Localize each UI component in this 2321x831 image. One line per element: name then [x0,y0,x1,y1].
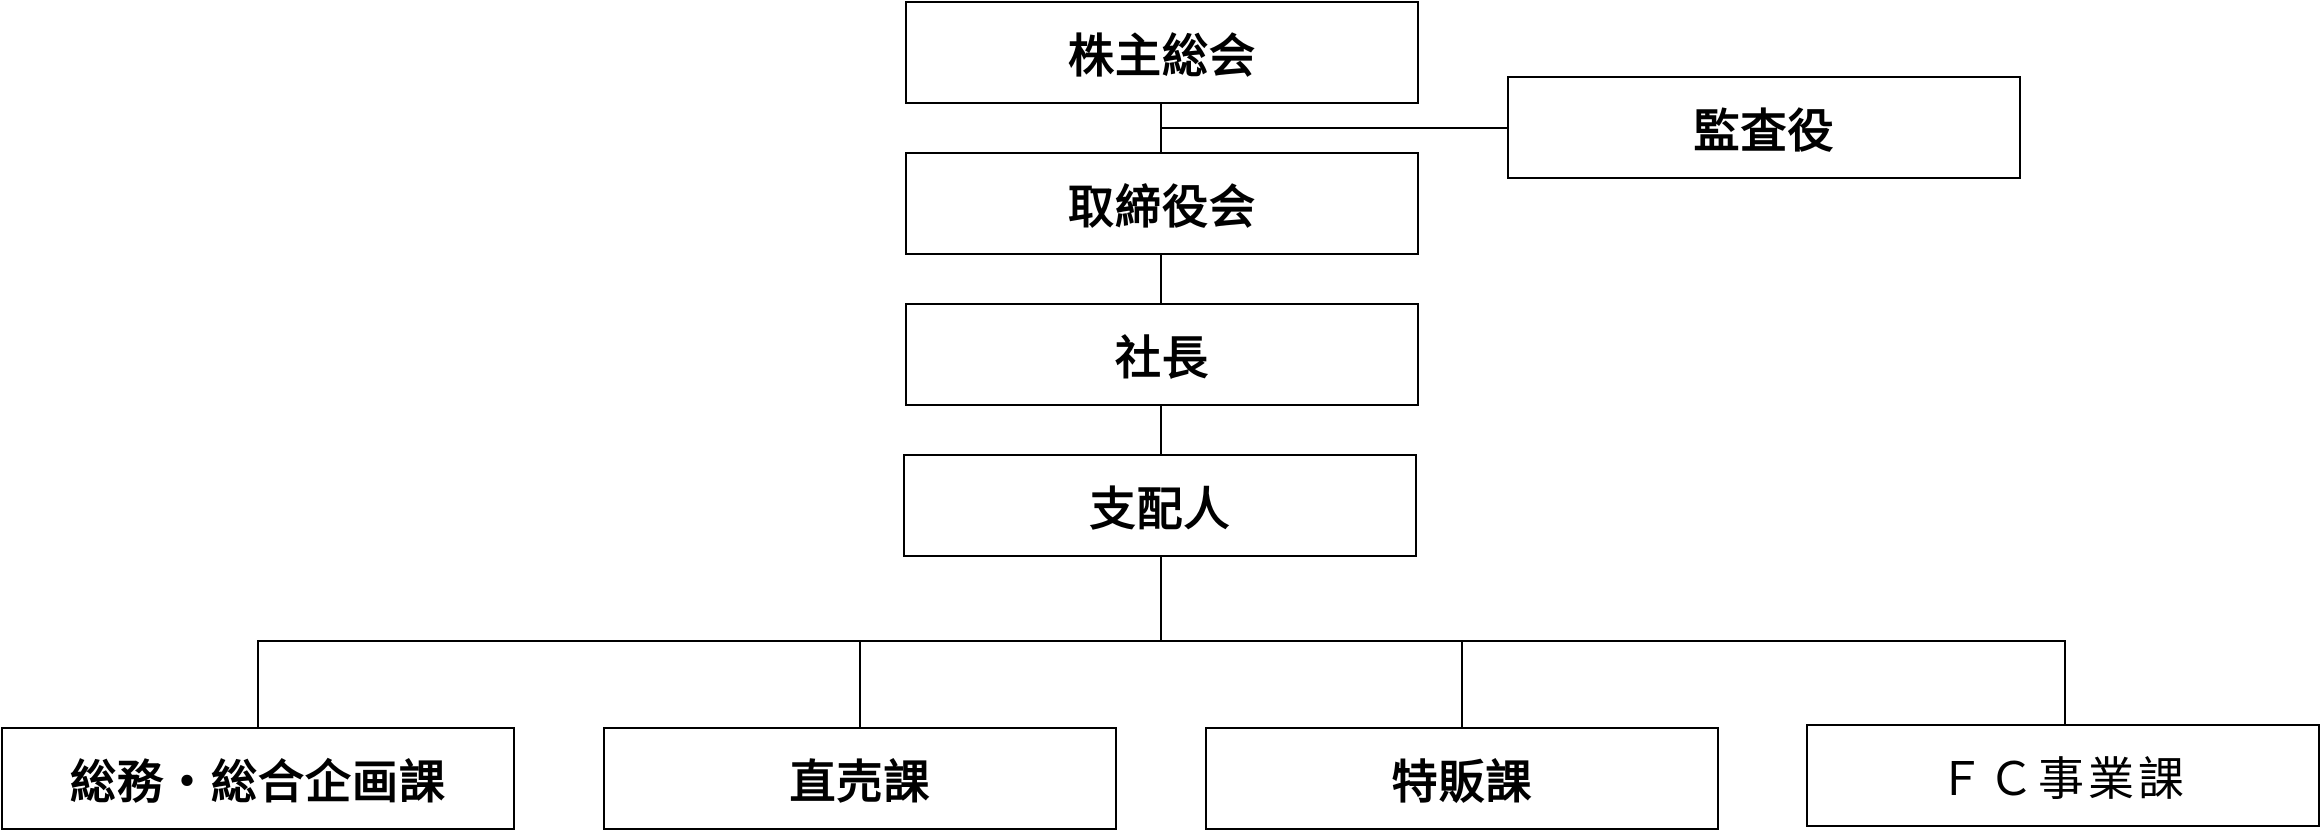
board-of-directors-label: 取締役会 [1068,179,1256,234]
connector-to-fc-business [2064,640,2066,726]
connector-to-special-sales [1461,640,1463,728]
connector-to-auditor [1160,127,1508,129]
connector-board-to-president [1160,255,1162,304]
department-label: 総務・総合企画課 [70,754,446,809]
department-bus-line [257,640,2066,642]
shareholders-meeting-label: 株主総会 [1068,28,1256,83]
connector-manager-to-bus [1160,557,1162,642]
president-box: 社長 [905,303,1419,406]
manager-label: 支配人 [1089,481,1231,536]
auditor-box: 監査役 [1507,76,2021,179]
connector-president-to-manager [1160,406,1162,455]
department-label: ＦＣ事業課 [1938,751,2188,806]
department-box-fc-business: ＦＣ事業課 [1806,724,2320,827]
board-of-directors-box: 取締役会 [905,152,1419,255]
auditor-label: 監査役 [1693,103,1835,158]
manager-box: 支配人 [903,454,1417,557]
department-box-special-sales: 特販課 [1205,727,1719,830]
president-label: 社長 [1115,330,1209,385]
department-label: 特販課 [1391,754,1533,809]
department-label: 直売課 [789,754,931,809]
shareholders-meeting-box: 株主総会 [905,1,1419,104]
connector-to-direct-sales [859,640,861,728]
department-box-direct-sales: 直売課 [603,727,1117,830]
department-box-general-affairs: 総務・総合企画課 [1,727,515,830]
connector-to-general-affairs [257,640,259,728]
